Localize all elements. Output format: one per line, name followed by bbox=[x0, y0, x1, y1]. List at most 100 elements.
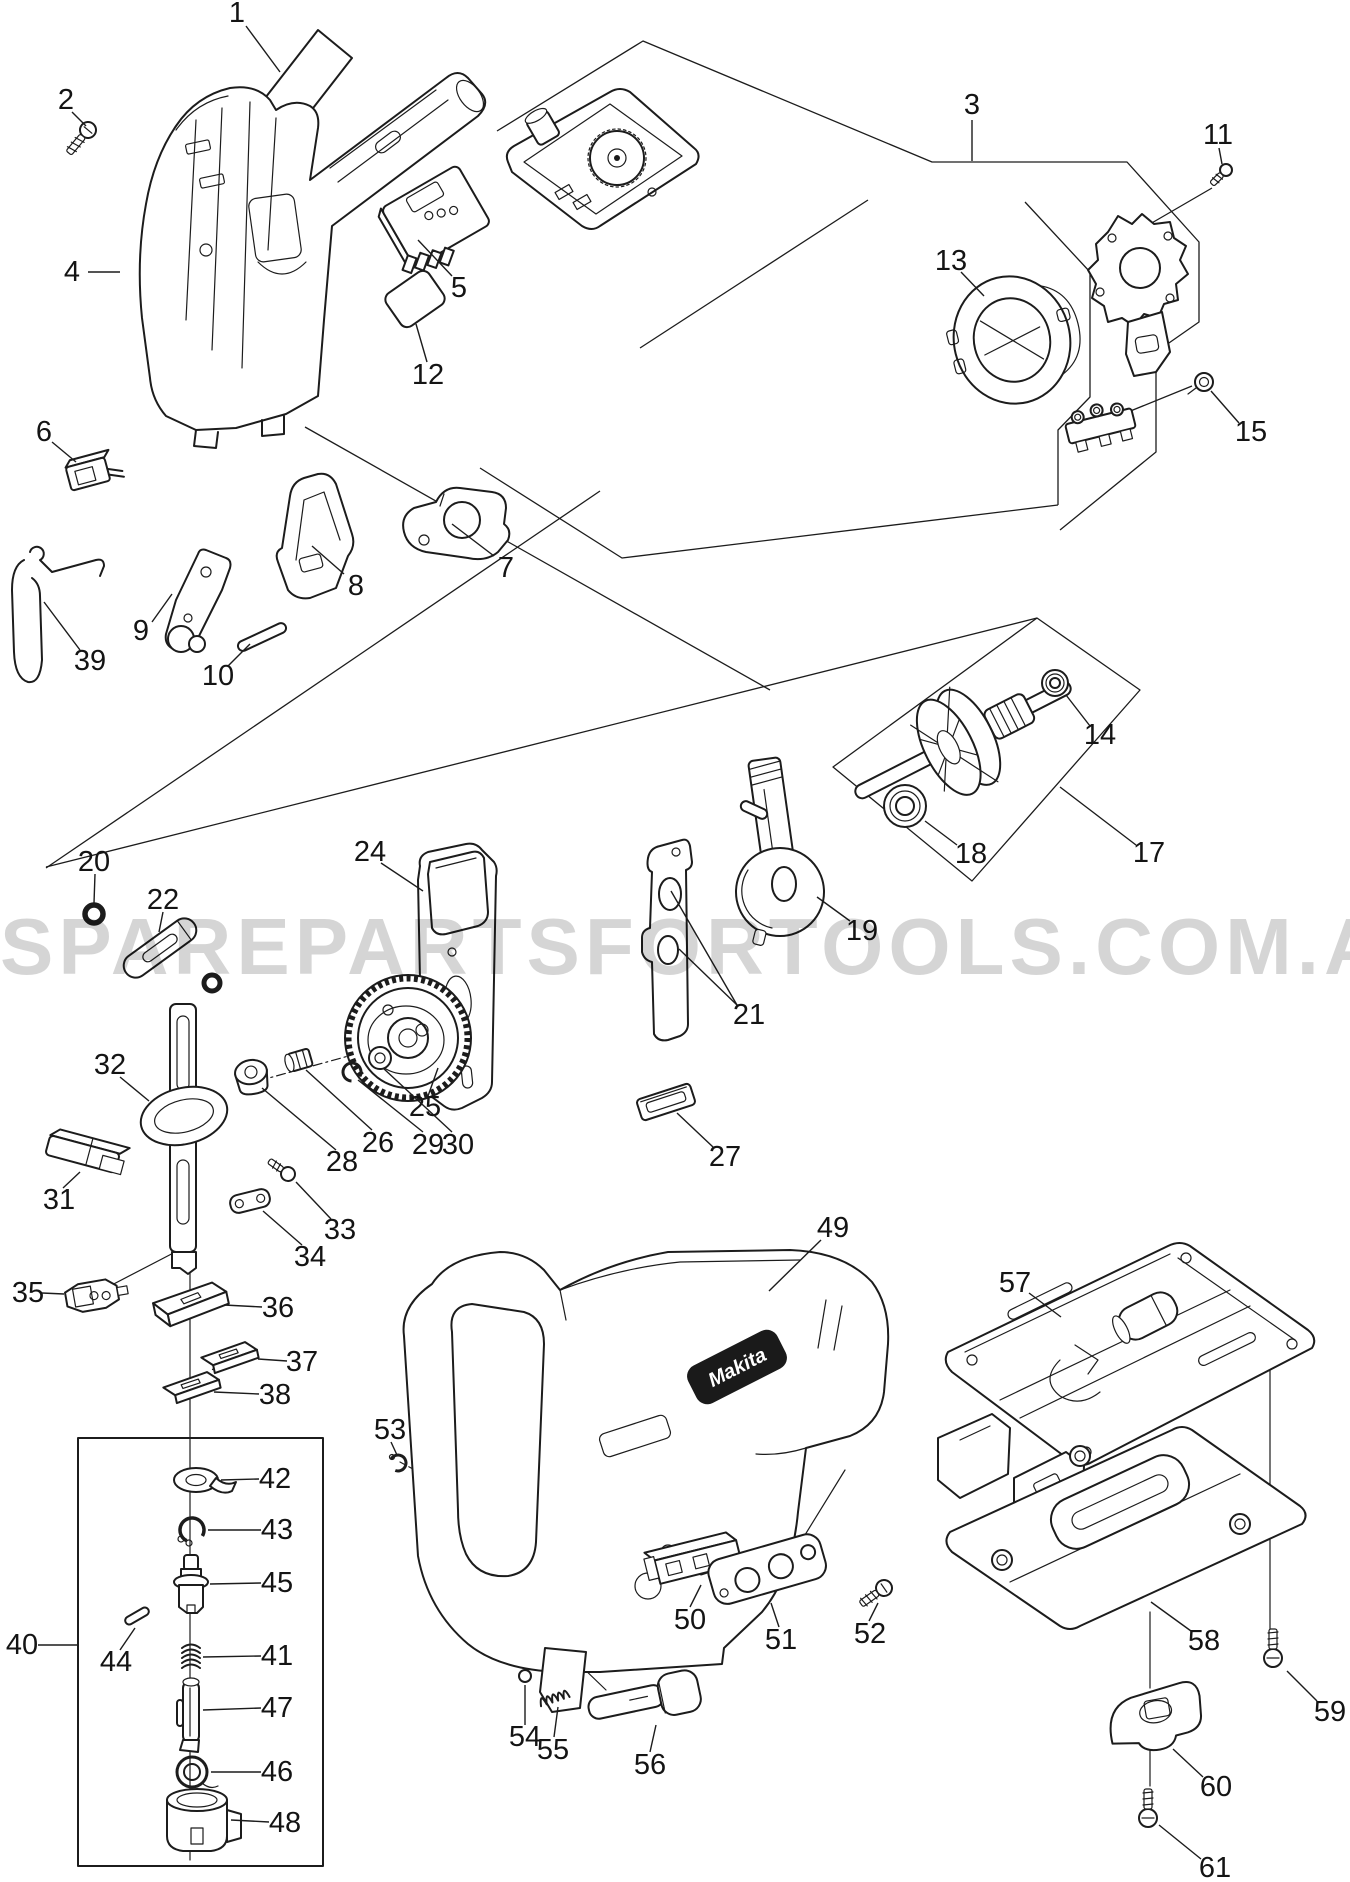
part-26-nut bbox=[284, 1048, 314, 1073]
leader-line-56 bbox=[649, 1724, 657, 1753]
part-18-bearing bbox=[883, 784, 927, 828]
part-22-cushion bbox=[122, 917, 198, 979]
part-46-spring-ring bbox=[175, 1755, 219, 1789]
leader-line-7 bbox=[451, 523, 495, 557]
part-number-24: 24 bbox=[354, 836, 386, 868]
part-59-screw bbox=[1263, 1628, 1283, 1668]
part-number-44: 44 bbox=[100, 1646, 132, 1678]
part-number-48: 48 bbox=[269, 1807, 301, 1839]
leader-line-15 bbox=[1210, 390, 1240, 424]
leader-line-17 bbox=[1059, 786, 1137, 846]
part-11-screw bbox=[1209, 163, 1233, 187]
leader-line-12 bbox=[415, 323, 428, 363]
part-number-55: 55 bbox=[537, 1734, 569, 1766]
part-10-pin bbox=[236, 622, 288, 652]
part-32-slider bbox=[139, 1003, 229, 1275]
part-45-sleeve bbox=[173, 1554, 209, 1614]
part-number-45: 45 bbox=[261, 1567, 293, 1599]
part-number-12: 12 bbox=[412, 359, 444, 391]
part-number-29: 29 bbox=[412, 1129, 444, 1161]
part-number-15: 15 bbox=[1235, 416, 1267, 448]
part-number-34: 34 bbox=[294, 1241, 326, 1273]
part-number-11: 11 bbox=[1203, 119, 1233, 151]
leader-line-45 bbox=[209, 1582, 262, 1585]
leader-line-39 bbox=[43, 601, 81, 651]
part-58-base-plate bbox=[945, 1426, 1307, 1630]
part-number-7: 7 bbox=[498, 552, 514, 584]
leader-line-20 bbox=[93, 873, 96, 904]
part-40-assembly-box bbox=[77, 1437, 324, 1867]
part-33-screw bbox=[267, 1158, 296, 1182]
leader-line-21 bbox=[678, 948, 738, 1006]
part-number-38: 38 bbox=[259, 1379, 291, 1411]
part-number-10: 10 bbox=[202, 660, 234, 692]
part-number-57: 57 bbox=[999, 1267, 1031, 1299]
part-number-30: 30 bbox=[442, 1129, 474, 1161]
part-56-lever bbox=[587, 1669, 702, 1720]
leader-line-41 bbox=[202, 1655, 262, 1658]
part-number-37: 37 bbox=[286, 1346, 318, 1378]
leader-line-8 bbox=[311, 545, 345, 575]
part-number-59: 59 bbox=[1314, 1696, 1346, 1728]
leader-line-18 bbox=[924, 820, 958, 846]
leader-line-35 bbox=[41, 1292, 65, 1295]
part-39-wire-guard bbox=[11, 545, 105, 684]
part-6-switch-lever bbox=[64, 448, 125, 492]
leader-line-34 bbox=[262, 1210, 303, 1246]
part-number-42: 42 bbox=[259, 1463, 291, 1495]
part-number-22: 22 bbox=[147, 884, 179, 916]
part-48-roller-base bbox=[166, 1788, 242, 1852]
part-61-screw bbox=[1138, 1788, 1158, 1828]
part-number-39: 39 bbox=[74, 645, 106, 677]
leader-line-22 bbox=[158, 911, 164, 933]
leader-line-14 bbox=[1065, 694, 1091, 727]
part-number-50: 50 bbox=[674, 1604, 706, 1636]
part-number-58: 58 bbox=[1188, 1625, 1220, 1657]
leader-line-47 bbox=[202, 1707, 262, 1711]
part-52-screw bbox=[859, 1579, 893, 1607]
part-number-2: 2 bbox=[58, 84, 74, 116]
part-number-53: 53 bbox=[374, 1414, 406, 1446]
part-number-1: 1 bbox=[229, 0, 245, 29]
leader-line-5 bbox=[417, 239, 453, 277]
part-38-plate bbox=[162, 1371, 222, 1405]
leader-line-21 bbox=[670, 890, 738, 1006]
part-number-27: 27 bbox=[709, 1141, 741, 1173]
part-44-pin bbox=[124, 1606, 150, 1626]
leader-line-57 bbox=[1028, 1292, 1062, 1318]
leader-line-53 bbox=[390, 1441, 398, 1456]
part-53-snap-ring bbox=[388, 1453, 408, 1473]
part-number-52: 52 bbox=[854, 1618, 886, 1650]
part-21-blade-guide-plate bbox=[641, 838, 693, 1042]
part-22-o-ring bbox=[201, 972, 223, 994]
leader-line-55 bbox=[553, 1706, 559, 1738]
part-number-49: 49 bbox=[817, 1212, 849, 1244]
part-number-13: 13 bbox=[935, 245, 967, 277]
leader-line-30 bbox=[382, 1067, 453, 1133]
leader-line-38 bbox=[213, 1391, 260, 1395]
part-number-56: 56 bbox=[634, 1749, 666, 1781]
part-number-28: 28 bbox=[326, 1146, 358, 1178]
part-60-clamp bbox=[1109, 1681, 1203, 1752]
part-number-31: 31 bbox=[43, 1184, 75, 1216]
part-25-gear bbox=[344, 974, 472, 1102]
leader-line-37 bbox=[257, 1358, 288, 1362]
part-34-link bbox=[229, 1188, 271, 1214]
leader-line-50 bbox=[689, 1584, 702, 1608]
part-36-block bbox=[152, 1281, 230, 1328]
part-3-controller-module bbox=[505, 88, 700, 230]
part-number-17: 17 bbox=[1133, 837, 1165, 869]
part-54-ball bbox=[518, 1669, 532, 1683]
part-number-40: 40 bbox=[6, 1629, 38, 1661]
leader-line-58 bbox=[1150, 1601, 1192, 1632]
part-27-clamp-plate bbox=[636, 1082, 696, 1122]
part-13-stator bbox=[946, 275, 1081, 405]
part-47-shaft bbox=[176, 1677, 200, 1753]
part-number-18: 18 bbox=[955, 838, 987, 870]
part-19-counterweight bbox=[735, 756, 825, 946]
leader-line-25 bbox=[427, 1067, 439, 1097]
part-number-20: 20 bbox=[78, 846, 110, 878]
part-14-bearing bbox=[1041, 669, 1069, 697]
